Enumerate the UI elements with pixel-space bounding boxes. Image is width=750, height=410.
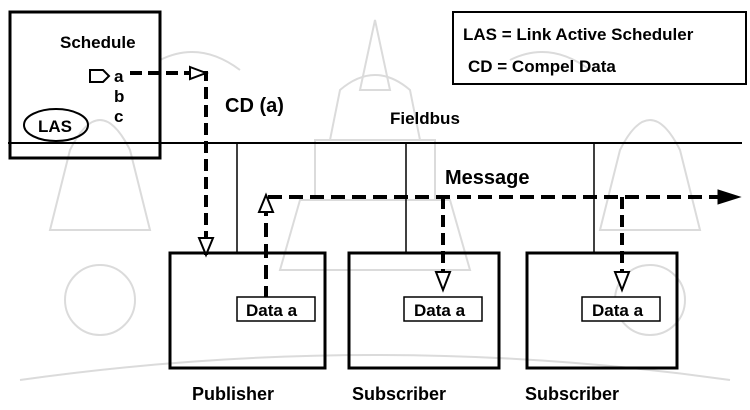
legend-line-las: LAS = Link Active Scheduler (463, 25, 694, 44)
schedule-item-a: a (114, 67, 124, 86)
schedule-item-c: c (114, 107, 123, 126)
message-path (264, 195, 728, 300)
role-label-subscriber-1: Subscriber (352, 384, 446, 404)
message-label: Message (445, 167, 530, 189)
schedule-pointer-icon (89, 69, 111, 83)
legend-line-cd: CD = Compel Data (468, 57, 616, 76)
device-box-publisher (168, 251, 327, 370)
message-arrowhead-subscriber-1 (434, 271, 452, 293)
data-label-subscriber-1: Data a (414, 301, 466, 320)
message-arrowhead-subscriber-2 (613, 271, 631, 293)
cd-arrow (130, 71, 208, 255)
data-box-subscriber-2 (581, 296, 661, 322)
las-label: LAS (38, 117, 72, 136)
data-box-publisher (236, 296, 316, 322)
role-label-publisher: Publisher (192, 384, 274, 404)
cd-arrowhead-down (197, 237, 215, 258)
legend-box (452, 11, 747, 85)
schedule-title: Schedule (60, 33, 136, 52)
cd-label: CD (a) (225, 95, 284, 117)
las-ellipse (23, 108, 89, 142)
role-label-subscriber-2: Subscriber (525, 384, 619, 404)
device-box-subscriber-2 (525, 251, 679, 370)
schedule-box (8, 10, 162, 160)
device-box-subscriber-1 (347, 251, 501, 370)
fieldbus-label: Fieldbus (390, 109, 460, 128)
data-box-subscriber-1 (403, 296, 483, 322)
message-arrowhead-right (717, 189, 742, 205)
message-arrowhead-up (257, 192, 275, 213)
data-label-publisher: Data a (246, 301, 298, 320)
data-label-subscriber-2: Data a (592, 301, 644, 320)
cd-arrowhead-top (189, 65, 209, 81)
schedule-item-b: b (114, 87, 124, 106)
